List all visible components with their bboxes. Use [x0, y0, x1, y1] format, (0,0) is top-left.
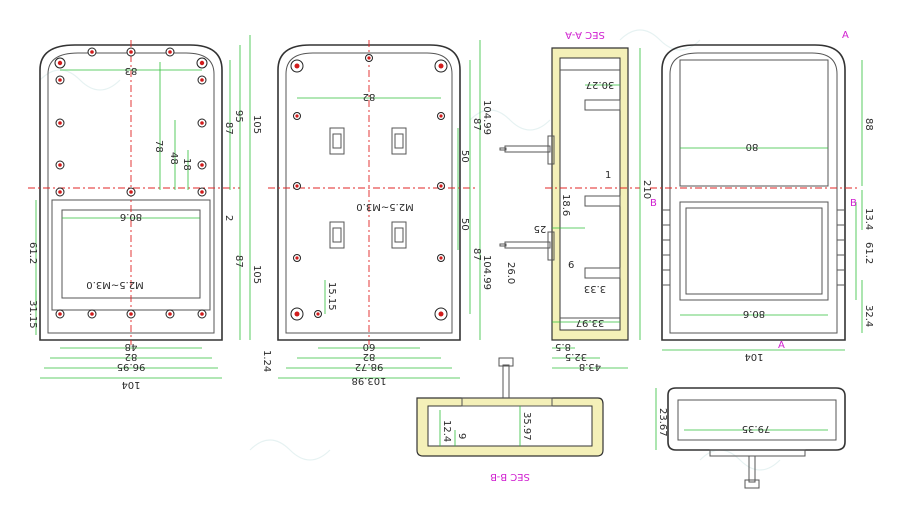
section-marker-a-bottom: A: [778, 340, 785, 351]
dim-label: 104: [744, 351, 763, 362]
background-watermark: [39, 29, 781, 471]
dim-label: 210: [641, 180, 652, 199]
dim-label: 61.2: [863, 242, 874, 264]
dim-label: 50: [459, 218, 470, 231]
dim-label: 88: [863, 118, 874, 131]
view-front-display: A A B B 80 88 13.4 61.2 32.4 80.6 104: [650, 30, 874, 362]
section-marker-b-right: B: [850, 198, 857, 209]
dim-label: 1: [605, 170, 611, 181]
dim-label: 80.6: [743, 308, 765, 319]
dim-label: 1.24: [261, 350, 272, 372]
dim-label: 105: [251, 265, 262, 284]
dim-label: 2: [223, 215, 234, 221]
dim-label: 50: [459, 150, 470, 163]
dim-label: 87: [471, 118, 482, 131]
section-label-b: SEC B-B: [490, 471, 530, 482]
dim-label: 3.33: [584, 283, 606, 294]
view-side: 23.67 79.35: [655, 387, 846, 489]
dim-label: 82: [363, 91, 376, 102]
dim-label: 104.99: [481, 255, 492, 290]
dim-label: 79.35: [742, 423, 771, 434]
dim-label: 104: [121, 379, 140, 390]
dim-label: 13.4: [863, 208, 874, 230]
dim-label: 48: [168, 152, 179, 165]
dim-label: M2.5~M3.0: [86, 279, 143, 290]
dim-label: 80: [746, 141, 759, 152]
dim-label: 32.5: [565, 351, 587, 362]
connector-pins: [499, 135, 555, 261]
dim-label: 8.5: [555, 341, 571, 352]
dim-label: 82: [125, 351, 138, 362]
dim-label: 15.15: [326, 282, 337, 311]
screw-holes: [54, 47, 208, 319]
dim-label: 35.97: [521, 412, 532, 441]
dim-label: 82: [363, 351, 376, 362]
view-back-housing: 83 78 48 18 87 95 105 2 87 105 80.6 61.2…: [27, 35, 262, 390]
dim-label: 60: [363, 341, 376, 352]
dim-label: M2.5~M3.0: [356, 201, 413, 212]
section-label-a: SEC A-A: [565, 29, 605, 40]
dim-label: 98.72: [355, 361, 384, 372]
dim-label: 26.0: [505, 262, 516, 284]
section-marker-b-left: B: [650, 198, 657, 209]
dim-label: 78: [153, 140, 164, 153]
dim-label: 83: [125, 65, 138, 76]
dim-label: 95: [233, 110, 244, 123]
dim-label: 103.98: [352, 375, 387, 386]
section-marker-a-top: A: [842, 30, 849, 41]
dim-label: 25: [534, 223, 547, 234]
dim-label: 18.6: [560, 194, 571, 216]
dim-label: 61.2: [27, 242, 38, 264]
dim-label: 87: [223, 122, 234, 135]
dim-label: 6: [568, 260, 574, 271]
view-inner-base: 82 104.99 87 50 50 87 104.99 M2.5~M3.0 1…: [261, 40, 492, 386]
dim-label: 80.6: [120, 211, 142, 222]
dim-label: 32.4: [863, 305, 874, 327]
dim-label: 87: [471, 248, 482, 261]
dim-label: 104.99: [481, 100, 492, 135]
dim-label: 18: [181, 158, 192, 171]
dim-label: 87: [233, 255, 244, 268]
dim-label: 105: [251, 115, 262, 134]
dim-label: 30.27: [586, 79, 615, 90]
dim-label: 43.8: [579, 361, 601, 372]
dim-label: 12.4: [441, 420, 452, 442]
dim-label: 31.15: [27, 300, 38, 329]
view-section-a: SEC A-A 30.27 1 18.6 25 6 26.0 3.33 33: [499, 29, 652, 372]
mount-holes: [290, 54, 448, 321]
dim-label: 96.95: [117, 361, 146, 372]
dim-label: 23.67: [657, 408, 668, 437]
view-section-b: 12.4 9 35.97 SEC B-B: [416, 357, 604, 482]
dim-label: 9: [456, 433, 467, 439]
dim-label: 33.97: [576, 317, 605, 328]
switch-cutouts: [329, 127, 407, 249]
dim-label: 48: [125, 341, 138, 352]
side-ribs: [662, 209, 845, 286]
